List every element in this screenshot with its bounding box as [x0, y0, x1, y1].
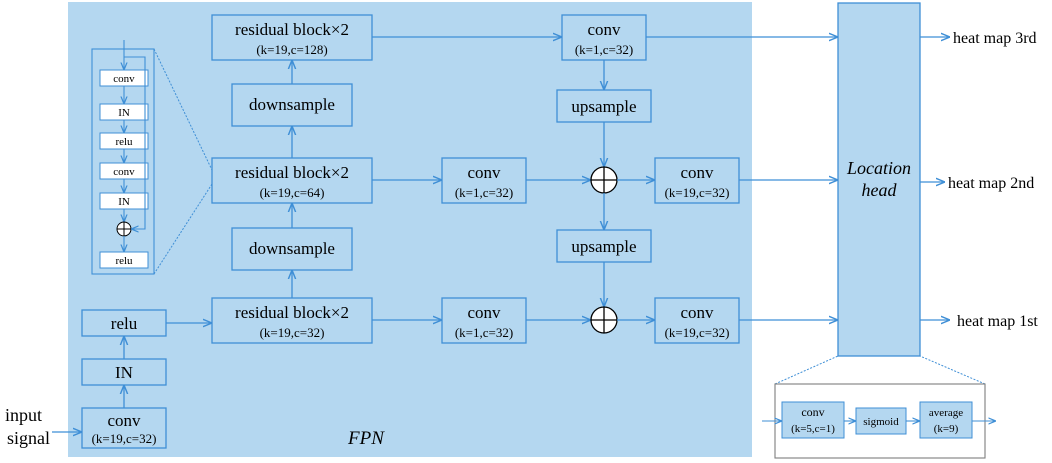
- residual-block-3: residual block×2 (k=19,c=128): [211, 14, 373, 61]
- location-head: Location head: [837, 2, 921, 357]
- add-node-mid: [590, 166, 618, 194]
- head-detail-average: average: [929, 407, 963, 419]
- output-conv-mid: conv (k=19,c=32): [654, 157, 740, 204]
- detail-conv-2: conv: [113, 166, 135, 178]
- residual-block-3-title: residual block×2: [235, 20, 349, 39]
- detail-relu-1: relu: [115, 136, 133, 148]
- output-heatmap-1st-label: heat map 1st: [957, 313, 1038, 330]
- input-label-line2: signal: [7, 428, 50, 448]
- location-head-line2: head: [862, 180, 898, 200]
- residual-block-2: residual block×2 (k=19,c=64): [211, 157, 373, 204]
- output-conv-mid-title: conv: [680, 163, 714, 182]
- residual-block-2-title: residual block×2: [235, 163, 349, 182]
- lateral-conv-mid: conv (k=1,c=32): [441, 157, 527, 204]
- detail-in-2: IN: [118, 196, 130, 208]
- resblock-detail-inset: conv IN relu conv IN relu: [91, 40, 213, 275]
- residual-block-1-params: (k=19,c=32): [260, 325, 325, 340]
- upsample-2-label: upsample: [571, 237, 636, 256]
- stem-conv-title: conv: [107, 411, 141, 430]
- lateral-conv-mid-title: conv: [467, 163, 501, 182]
- detail-in-1: IN: [118, 107, 130, 119]
- downsample-2-label: downsample: [249, 95, 335, 114]
- stem-relu-label: relu: [111, 314, 138, 333]
- lateral-conv-bottom-params: (k=1,c=32): [455, 325, 513, 340]
- head-detail-sigmoid: sigmoid: [863, 416, 899, 428]
- stem-conv-params: (k=19,c=32): [92, 431, 157, 446]
- residual-block-3-params: (k=19,c=128): [256, 42, 327, 57]
- downsample-1-label: downsample: [249, 239, 335, 258]
- head-detail-inset: conv (k=5,c=1) sigmoid average (k=9): [762, 355, 996, 459]
- output-heatmap-3rd: heat map 3rd: [953, 30, 1037, 47]
- output-conv-mid-params: (k=19,c=32): [665, 185, 730, 200]
- residual-block-1-title: residual block×2: [235, 303, 349, 322]
- upsample-2: upsample: [556, 229, 652, 263]
- head-detail-conv-params: (k=5,c=1): [791, 423, 835, 435]
- output-heatmap-2nd: heat map 2nd: [948, 175, 1034, 192]
- detail-relu-2: relu: [115, 255, 133, 267]
- lateral-conv-bottom-title: conv: [467, 303, 501, 322]
- output-conv-bottom-title: conv: [680, 303, 714, 322]
- upsample-1-label: upsample: [571, 97, 636, 116]
- output-conv-bottom: conv (k=19,c=32): [654, 297, 740, 344]
- stem-relu-box: relu: [81, 309, 167, 337]
- lateral-conv-top: conv (k=1,c=32): [561, 14, 647, 61]
- add-node-bottom: [590, 306, 618, 334]
- stem-conv-box: conv (k=19,c=32): [81, 407, 167, 449]
- residual-block-1: residual block×2 (k=19,c=32): [211, 297, 373, 344]
- lateral-conv-mid-params: (k=1,c=32): [455, 185, 513, 200]
- input-label-line1: input: [5, 405, 42, 425]
- head-detail-average-params: (k=9): [934, 423, 959, 435]
- head-detail-conv: conv: [801, 405, 824, 419]
- detail-conv-1: conv: [113, 73, 135, 85]
- output-conv-bottom-params: (k=19,c=32): [665, 325, 730, 340]
- upsample-1: upsample: [556, 89, 652, 123]
- stem-in-label: IN: [115, 363, 133, 382]
- downsample-2: downsample: [231, 83, 353, 127]
- fpn-label: FPN: [347, 428, 385, 449]
- residual-block-2-params: (k=19,c=64): [260, 185, 325, 200]
- lateral-conv-bottom: conv (k=1,c=32): [441, 297, 527, 344]
- lateral-conv-top-title: conv: [587, 20, 621, 39]
- lateral-conv-top-params: (k=1,c=32): [575, 42, 633, 57]
- location-head-line1: Location: [846, 158, 911, 178]
- stem-in-box: IN: [81, 358, 167, 386]
- downsample-1: downsample: [231, 227, 353, 271]
